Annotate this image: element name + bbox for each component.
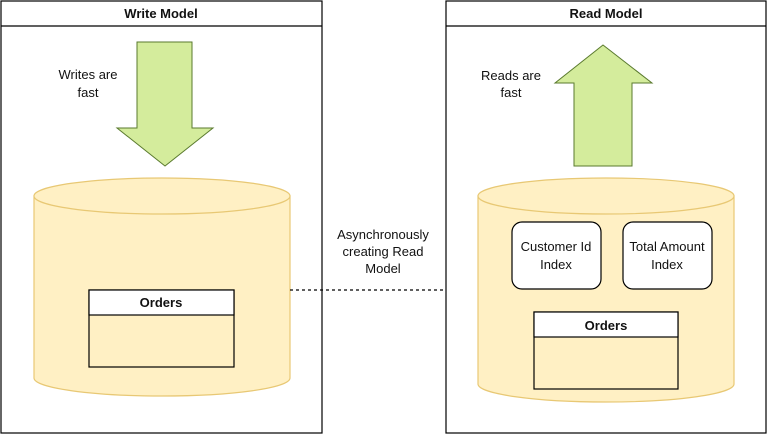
customer-id-index-line2: Index: [540, 257, 572, 272]
write-arrow-label-line1: Writes are: [59, 67, 118, 82]
read-orders-table: Orders: [533, 311, 679, 390]
read-arrow-label-line1: Reads are: [481, 68, 541, 83]
read-arrow-up: [553, 44, 654, 167]
read-arrow-label-line2: fast: [501, 85, 522, 100]
write-arrow-label-line2: fast: [78, 85, 99, 100]
read-orders-title: Orders: [585, 318, 628, 333]
write-model-title: Write Model: [124, 6, 197, 21]
total-amount-index-line1: Total Amount: [629, 239, 705, 254]
connector-label-line1: Asynchronously: [337, 227, 429, 242]
write-orders-table: Orders: [88, 289, 235, 368]
total-amount-index: Total Amount Index: [622, 221, 713, 290]
connector-label-line2: creating Read: [343, 244, 424, 259]
write-model-panel: Write Model Writes are fast Orders: [0, 0, 323, 434]
read-model-panel: Read Model Reads are fast Customer Id In…: [445, 0, 767, 434]
total-amount-index-line2: Index: [651, 257, 683, 272]
async-connector: Asynchronously creating Read Model: [290, 227, 478, 295]
write-arrow-down: [115, 41, 215, 167]
customer-id-index: Customer Id Index: [511, 221, 602, 290]
customer-id-index-line1: Customer Id: [521, 239, 592, 254]
connector-label-line3: Model: [365, 261, 401, 276]
read-model-title: Read Model: [570, 6, 643, 21]
write-orders-title: Orders: [140, 295, 183, 310]
